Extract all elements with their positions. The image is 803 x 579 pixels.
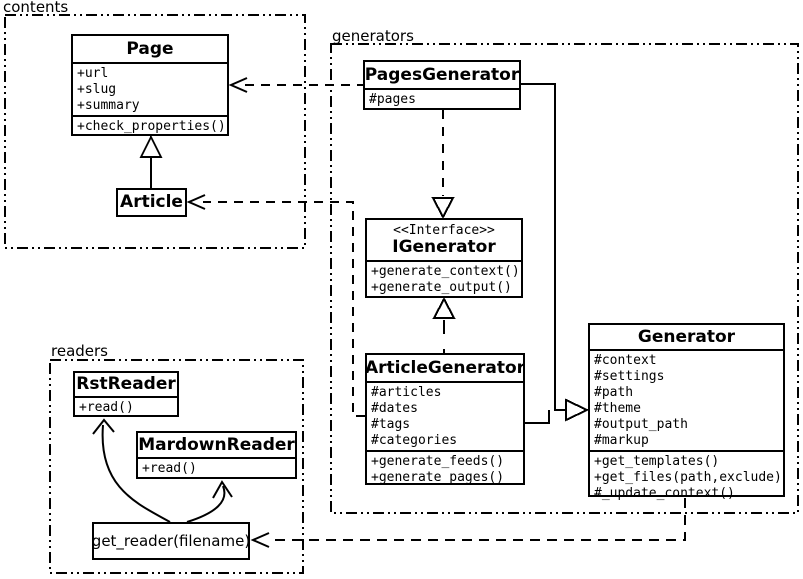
method: +get_files(path,exclude) — [594, 470, 782, 485]
attribute: #pages — [369, 92, 416, 107]
igenerator-methods: +generate_context() +generate_output() — [367, 260, 521, 297]
class-title-mardownreader: MardownReader — [138, 434, 295, 455]
generator-attributes: #context #settings #path #theme #output_… — [590, 349, 783, 450]
pagesgenerator-attributes: #pages — [365, 88, 519, 109]
dependency-arrowhead-getreader — [250, 532, 270, 548]
attribute: #theme — [594, 401, 641, 416]
attribute: #dates — [371, 401, 418, 416]
method: +check_properties() — [77, 119, 226, 134]
igenerator-stereotype: <<Interface>> — [393, 223, 495, 238]
class-title-generator: Generator — [637, 326, 736, 347]
package-label-readers: readers — [51, 342, 108, 360]
class-box-mardownreader: MardownReader +read() — [136, 431, 297, 479]
class-box-rstreader: RstReader +read() — [73, 371, 179, 417]
articlegenerator-methods: +generate_feeds() +generate_pages() — [367, 450, 523, 487]
class-box-generator: Generator #context #settings #path #them… — [588, 323, 785, 501]
arrow-curve-getreader-mardownreader — [186, 485, 226, 523]
attribute: #markup — [594, 433, 649, 448]
rstreader-methods: +read() — [75, 396, 177, 417]
attribute: #context — [594, 353, 657, 368]
dependency-arrowhead-page — [228, 77, 248, 93]
class-box-pagesgenerator: PagesGenerator #pages — [363, 60, 521, 110]
realization-triangle-igenerator-top — [431, 197, 455, 220]
generator-methods: +get_templates() +get_files(path,exclude… — [590, 450, 783, 503]
class-title-rstreader: RstReader — [76, 374, 176, 394]
get-reader-label: get_reader(filename) — [91, 532, 251, 550]
package-border-contents — [4, 14, 306, 249]
articlegenerator-attributes: #articles #dates #tags #categories — [367, 381, 523, 450]
attribute: #articles — [371, 385, 442, 400]
method: +generate_context() — [371, 264, 520, 279]
attribute: #categories — [371, 433, 458, 448]
method: +generate_feeds() — [371, 454, 505, 469]
mardownreader-methods: +read() — [138, 457, 295, 478]
realization-triangle-igenerator-bottom — [432, 296, 456, 319]
package-border-generators — [330, 43, 799, 514]
class-title-pagesgenerator: PagesGenerator — [364, 64, 520, 85]
method: +read() — [142, 461, 197, 476]
generalization-line-articlegenerator-generator — [525, 410, 550, 424]
attribute: #path — [594, 385, 634, 400]
attribute: +summary — [77, 98, 140, 113]
attribute: #settings — [594, 369, 665, 384]
method: +generate_pages() — [371, 470, 505, 485]
attribute: +url — [77, 66, 109, 81]
class-box-page: Page +url +slug +summary +check_properti… — [71, 34, 229, 136]
page-methods: +check_properties() — [73, 115, 227, 136]
class-title-article: Article — [120, 192, 183, 212]
dependency-arrowhead-article — [186, 194, 206, 210]
node-box-get-reader: get_reader(filename) — [92, 522, 250, 560]
generalization-line-pagesgenerator-generator — [521, 83, 565, 411]
package-label-generators: generators — [332, 27, 414, 45]
package-label-contents: contents — [3, 0, 69, 16]
method: #_update_context() — [594, 486, 735, 501]
arrowhead-rstreader — [92, 418, 115, 435]
method: +generate_output() — [371, 280, 512, 295]
dependency-line-generator-getreader — [268, 498, 686, 541]
attribute: +slug — [77, 82, 117, 97]
class-box-articlegenerator: ArticleGenerator #articles #dates #tags … — [365, 353, 525, 485]
class-box-article: Article — [116, 188, 187, 217]
igenerator-name: IGenerator — [392, 237, 496, 257]
generalization-triangle-article-page — [139, 134, 163, 158]
arrowhead-mardownreader — [212, 480, 233, 499]
arrow-curve-getreader-rstreader — [101, 424, 171, 523]
class-box-igenerator: <<Interface>> IGenerator +generate_conte… — [365, 218, 523, 298]
class-title-page: Page — [126, 38, 174, 59]
dependency-line-articlegenerator-article — [203, 201, 365, 417]
generalization-triangle-generator — [565, 398, 590, 422]
attribute: #tags — [371, 417, 411, 432]
class-title-igenerator: <<Interface>> IGenerator — [367, 220, 521, 260]
class-title-articlegenerator: ArticleGenerator — [364, 357, 526, 378]
attribute: #output_path — [594, 417, 688, 432]
page-attributes: +url +slug +summary — [73, 62, 227, 115]
package-border-readers — [49, 359, 304, 574]
method: +get_templates() — [594, 454, 720, 469]
method: +read() — [79, 400, 134, 415]
